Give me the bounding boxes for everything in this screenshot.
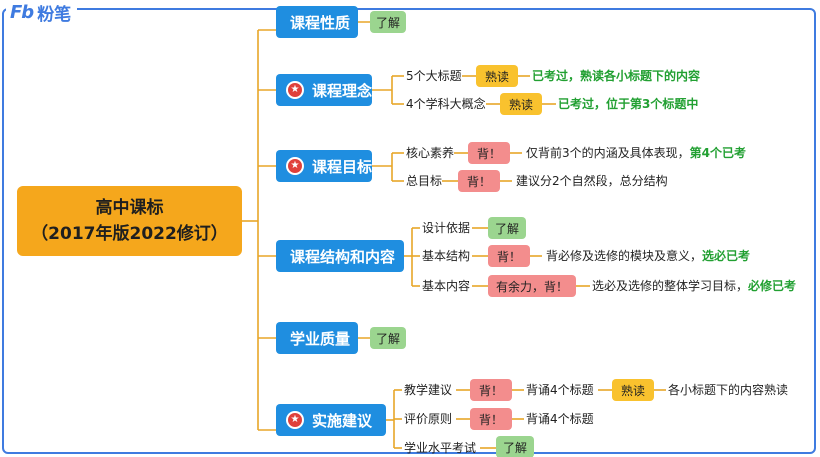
tag-read: 熟读 bbox=[500, 93, 542, 115]
branch-structure-content: 课程结构和内容 bbox=[276, 240, 404, 272]
tag-understand: 了解 bbox=[488, 217, 526, 239]
leaf-note: 选必及选修的整体学习目标，必修已考 bbox=[592, 279, 797, 293]
root-subtitle: （2017年版2022修订） bbox=[31, 224, 228, 244]
frame-border bbox=[2, 8, 816, 454]
star-icon: ★ bbox=[286, 411, 304, 429]
branch-label: 课程性质 bbox=[290, 13, 351, 32]
tag-read: 熟读 bbox=[476, 65, 518, 87]
leaf-label: 设计依据 bbox=[422, 221, 471, 235]
tag-read: 熟读 bbox=[612, 379, 654, 401]
leaf-mid: 背诵4个标题 bbox=[526, 412, 594, 426]
leaf-label: 基本结构 bbox=[422, 249, 471, 263]
brand-name: 粉笔 bbox=[37, 4, 72, 25]
branch-academic-quality: 学业质量 bbox=[276, 322, 358, 354]
branch-course-goals: ★ 课程目标 bbox=[276, 150, 372, 182]
tag-memorize: 背！ bbox=[468, 142, 510, 164]
branch-implementation: ★ 实施建议 bbox=[276, 404, 386, 436]
star-icon: ★ bbox=[286, 81, 304, 99]
tag-memorize: 背！ bbox=[470, 379, 512, 401]
leaf-note: 已考过，位于第3个标题中 bbox=[558, 97, 699, 111]
branch-label: 学业质量 bbox=[290, 329, 351, 348]
leaf-label: 总目标 bbox=[406, 174, 443, 188]
root-node: 高中课标 （2017年版2022修订） bbox=[17, 186, 242, 256]
leaf-label: 评价原则 bbox=[404, 412, 453, 426]
tag-memorize: 背！ bbox=[488, 245, 530, 267]
leaf-label: 核心素养 bbox=[406, 146, 455, 160]
star-icon: ★ bbox=[286, 157, 304, 175]
leaf-note: 各小标题下的内容熟读 bbox=[668, 383, 789, 397]
tag-memorize: 背！ bbox=[470, 408, 512, 430]
leaf-note: 建议分2个自然段，总分结构 bbox=[516, 174, 668, 188]
branch-label: 实施建议 bbox=[312, 411, 373, 430]
branch-course-nature: 课程性质 bbox=[276, 6, 358, 38]
leaf-label: 4个学科大概念 bbox=[406, 97, 486, 111]
leaf-label: 基本内容 bbox=[422, 279, 471, 293]
leaf-note: 已考过，熟读各小标题下的内容 bbox=[532, 69, 701, 83]
brand-mark: Fb bbox=[10, 1, 34, 23]
branch-course-concept: ★ 课程理念 bbox=[276, 74, 372, 106]
leaf-label: 教学建议 bbox=[404, 383, 453, 397]
root-title: 高中课标 bbox=[95, 198, 164, 218]
branch-label: 课程结构和内容 bbox=[290, 247, 396, 266]
leaf-label: 学业水平考试 bbox=[404, 441, 477, 455]
leaf-note: 仅背前3个的内涵及具体表现，第4个已考 bbox=[526, 146, 746, 160]
tag-understand: 了解 bbox=[370, 11, 406, 33]
brand-logo: Fb 粉笔 bbox=[6, 1, 78, 25]
tag-understand: 了解 bbox=[496, 436, 534, 457]
tag-memorize-optional: 有余力，背！ bbox=[488, 275, 576, 297]
branch-label: 课程目标 bbox=[312, 157, 373, 176]
leaf-note: 背必修及选修的模块及意义，选必已考 bbox=[546, 249, 751, 263]
branch-label: 课程理念 bbox=[312, 81, 373, 100]
leaf-label: 5个大标题 bbox=[406, 69, 462, 83]
tag-understand: 了解 bbox=[370, 327, 406, 349]
leaf-mid: 背诵4个标题 bbox=[526, 383, 594, 397]
tag-memorize: 背！ bbox=[458, 170, 500, 192]
